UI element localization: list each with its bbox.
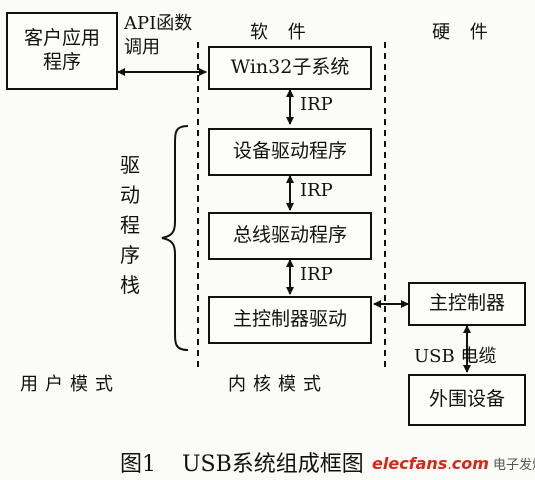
peripheral-device-text: 外围设备 bbox=[428, 388, 505, 411]
watermark-sub: 电子发烧友 bbox=[492, 458, 535, 473]
driver-stack-char: 驱 bbox=[120, 153, 140, 177]
irp-label-2: IRP bbox=[300, 180, 333, 201]
host-controller-box: 主控制器 bbox=[408, 282, 526, 326]
peripheral-device-box: 外围设备 bbox=[408, 374, 526, 426]
bus-driver-box: 总线驱动程序 bbox=[208, 212, 372, 260]
host-controller-text: 主控制器 bbox=[428, 292, 505, 315]
watermark-domain: com bbox=[451, 454, 489, 473]
software-label: 软 件 bbox=[250, 22, 313, 43]
host-controller-driver-text: 主控制器驱动 bbox=[232, 308, 347, 331]
user-mode-label: 用户模式 bbox=[20, 374, 120, 395]
driver-stack-char: 序 bbox=[120, 243, 140, 267]
driver-stack-brace bbox=[161, 125, 189, 351]
irp-label-1: IRP bbox=[300, 94, 333, 115]
hardware-label: 硬 件 bbox=[432, 22, 495, 43]
win32-subsystem-box: Win32子系统 bbox=[208, 46, 372, 90]
usb-cable-label: USB 电缆 bbox=[414, 346, 497, 367]
driver-stack-char: 栈 bbox=[120, 273, 140, 297]
watermark: elecfans.com电子发烧友 bbox=[372, 454, 535, 473]
irp-label-3: IRP bbox=[300, 264, 333, 285]
bus-driver-text: 总线驱动程序 bbox=[232, 224, 347, 247]
kernel-mode-label: 内核模式 bbox=[228, 374, 328, 395]
device-driver-text: 设备驱动程序 bbox=[232, 140, 347, 163]
figure-number: 图1 bbox=[120, 452, 156, 477]
client-app-box: 客户应用程序 bbox=[6, 12, 118, 90]
watermark-logo: elecfans bbox=[372, 454, 448, 473]
watermark-dot: . bbox=[447, 457, 452, 473]
figure-caption: 图1 USB系统组成框图 bbox=[120, 446, 364, 478]
api-call-label: API函数调用 bbox=[124, 13, 193, 58]
device-driver-box: 设备驱动程序 bbox=[208, 128, 372, 176]
figure-title: USB系统组成框图 bbox=[182, 452, 364, 477]
win32-subsystem-text: Win32子系统 bbox=[230, 56, 350, 79]
driver-stack-char: 动 bbox=[120, 183, 140, 207]
client-app-text: 客户应用程序 bbox=[23, 27, 100, 73]
driver-stack-label: 驱动程序栈 bbox=[118, 150, 142, 300]
host-controller-driver-box: 主控制器驱动 bbox=[208, 296, 372, 344]
driver-stack-char: 程 bbox=[120, 213, 140, 237]
